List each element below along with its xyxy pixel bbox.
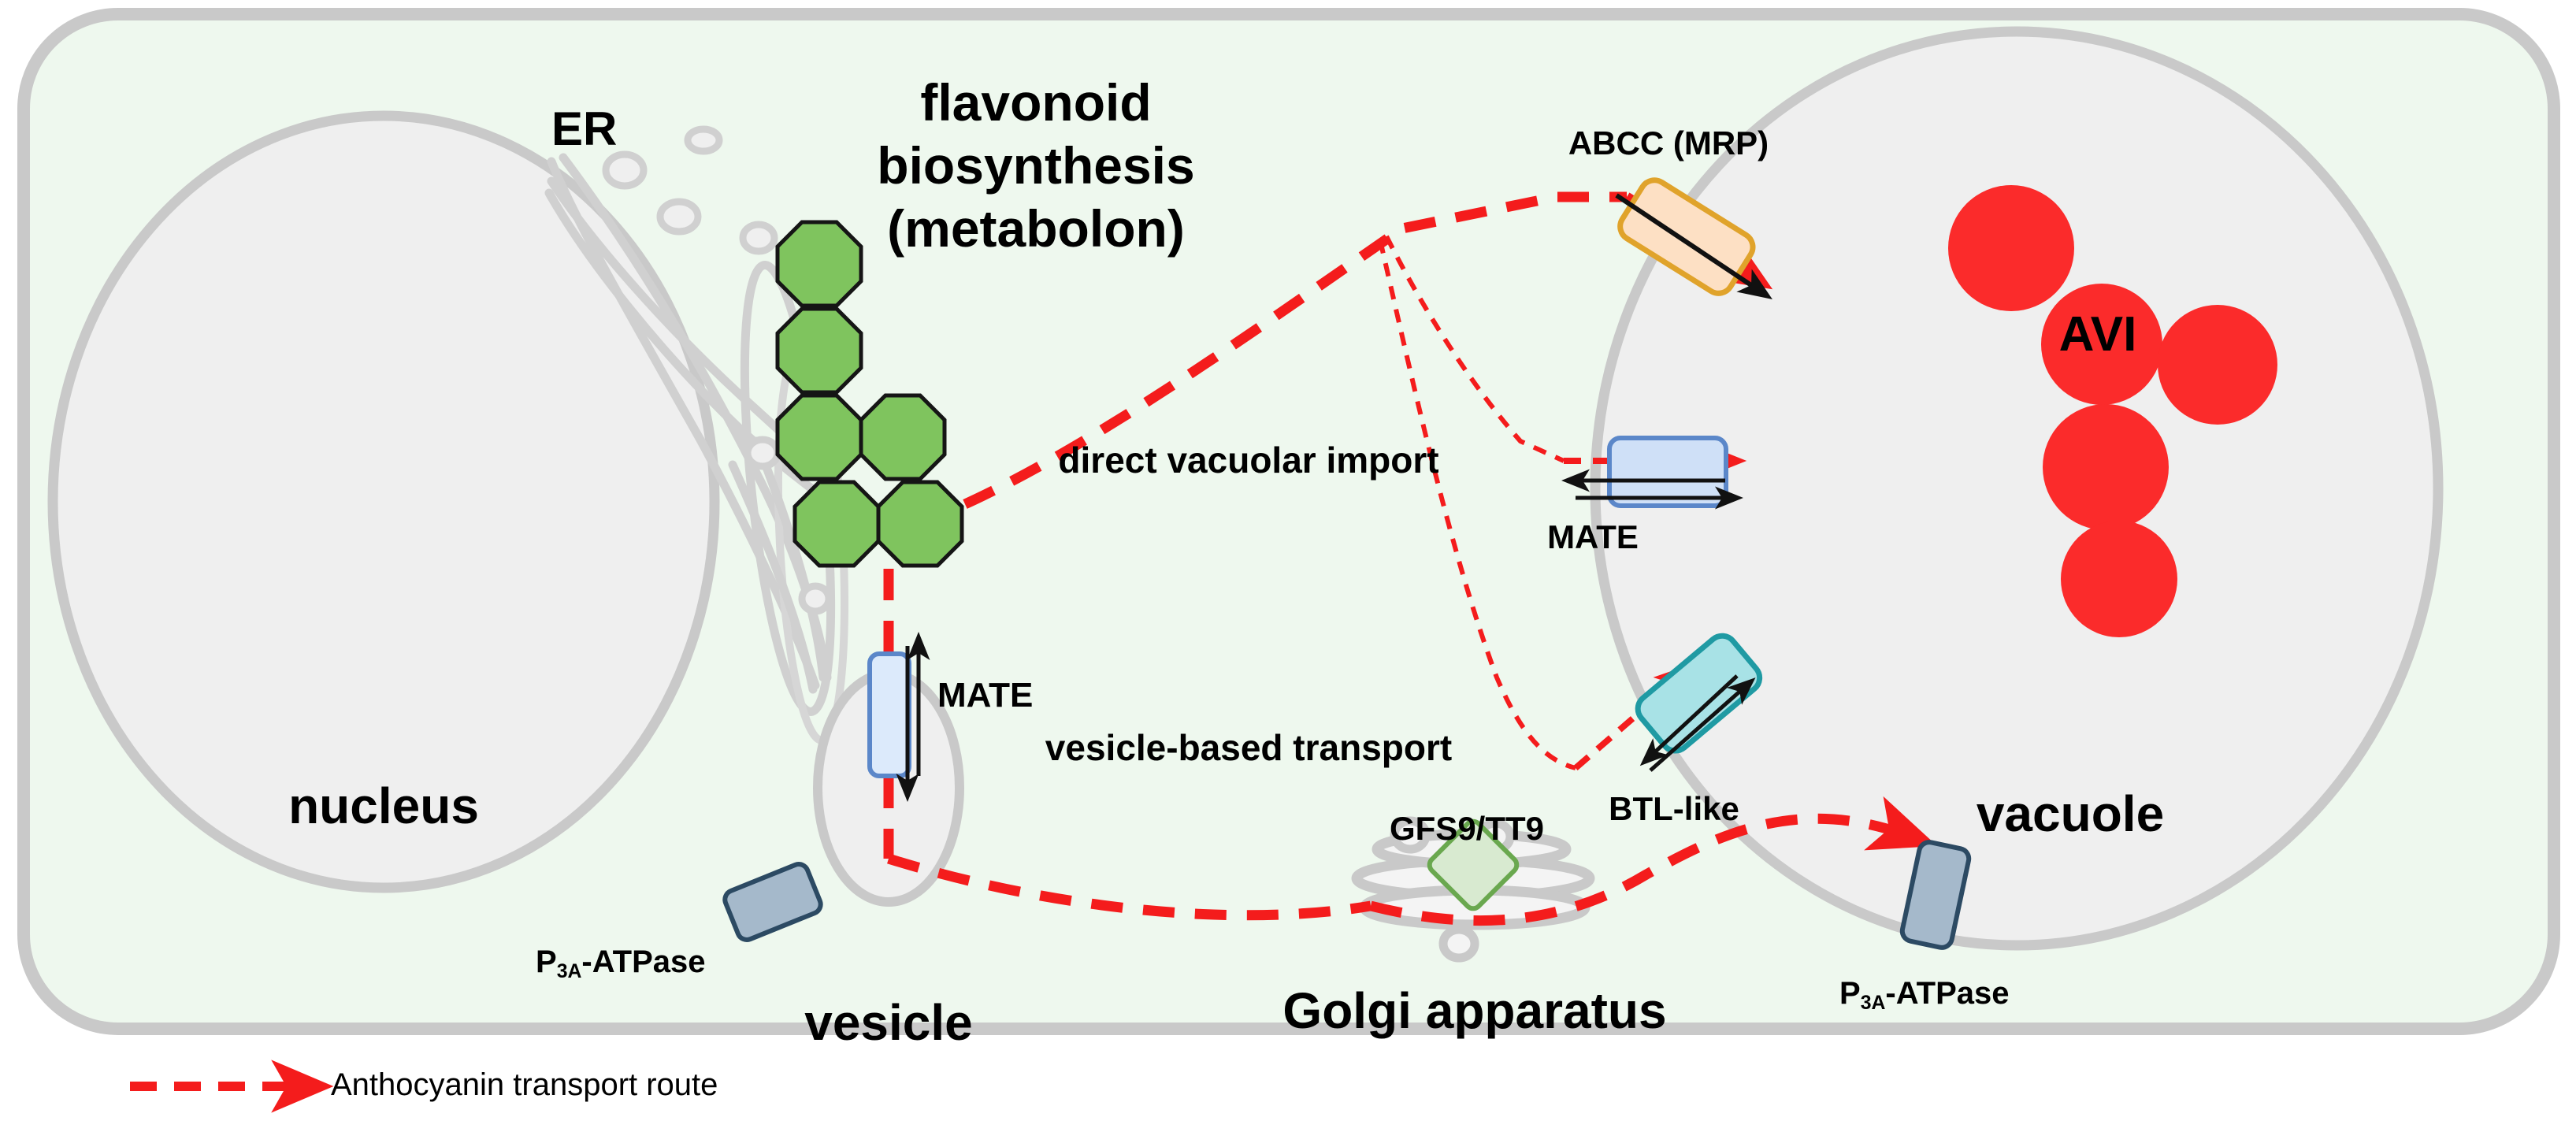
btl-like-label: BTL-like xyxy=(1609,790,1739,827)
vesicle-route-label: vesicle-based transport xyxy=(1045,727,1453,768)
metabolon-title-line1: flavonoid xyxy=(920,73,1152,132)
mate-vesicle-label: MATE xyxy=(937,676,1034,714)
vesicle-label: vesicle xyxy=(804,994,973,1051)
avi-bodies xyxy=(1948,185,2277,637)
transporter-p3a-atpase-vesicle[interactable] xyxy=(722,861,824,942)
transporter-p3a-atpase-tonoplast[interactable] xyxy=(1899,840,1972,950)
transporter-abcc[interactable] xyxy=(1615,175,1772,299)
p3a2-label-tail: -ATPase xyxy=(1885,976,2010,1011)
route-vesicle-to-golgi xyxy=(887,853,1372,921)
vacuole-shape xyxy=(1590,26,2444,951)
abcc-label: ABCC (MRP) xyxy=(1568,124,1769,161)
route-direct-abcc xyxy=(963,191,1627,509)
route-golgi-to-vacuole xyxy=(1369,796,1938,926)
er-label: ER xyxy=(551,102,618,155)
metabolon-title-line2: biosynthesis xyxy=(877,136,1195,195)
metabolon-units xyxy=(775,220,964,568)
p3a2-label-main: P xyxy=(1839,976,1861,1011)
transporter-mate-tonoplast[interactable] xyxy=(1561,436,1744,510)
gfs9-tt9-label: GFS9/TT9 xyxy=(1389,810,1545,847)
direct-route-label: direct vacuolar import xyxy=(1058,440,1439,481)
p3a-atpase-vesicle-label: P3A-ATPase xyxy=(536,945,705,982)
nucleus-shape xyxy=(47,110,720,893)
nucleus-label: nucleus xyxy=(288,778,479,834)
p3a-label-sub: 3A xyxy=(556,960,582,982)
p3a-label-tail: -ATPase xyxy=(581,945,706,979)
p3a2-label-sub: 3A xyxy=(1860,992,1886,1014)
transporter-gfs9-tt9[interactable] xyxy=(1427,818,1520,912)
metabolon-title-line3: (metabolon) xyxy=(887,199,1185,258)
transporter-mate-vesicle[interactable] xyxy=(867,631,930,803)
mate-tonoplast-label: MATE xyxy=(1547,518,1639,555)
route-direct-btl xyxy=(1378,239,1576,770)
p3a-atpase-tonoplast-label: P3A-ATPase xyxy=(1839,977,2009,1014)
golgi-label: Golgi apparatus xyxy=(1282,982,1667,1039)
avi-label: AVI xyxy=(2058,307,2137,362)
route-direct-mate xyxy=(1384,235,1565,463)
transporter-btl-like[interactable] xyxy=(1632,630,1765,772)
legend-label: Anthocyanin transport route xyxy=(331,1067,718,1102)
p3a-label-main: P xyxy=(536,945,557,979)
vacuole-label: vacuole xyxy=(1976,785,2165,842)
